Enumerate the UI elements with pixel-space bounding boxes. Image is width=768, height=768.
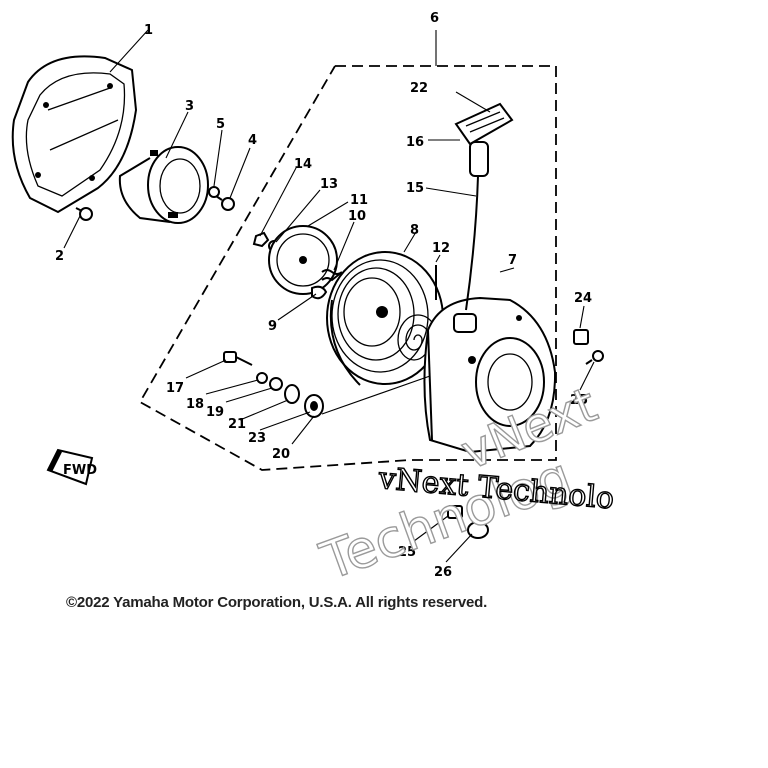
part-5-washer bbox=[208, 186, 220, 198]
part-3-pulley-cup bbox=[118, 146, 209, 224]
part-25-bolt-right bbox=[585, 350, 604, 365]
part-26-cap bbox=[467, 521, 489, 539]
label-part-8: 8 bbox=[410, 223, 419, 238]
label-part-10: 10 bbox=[348, 209, 366, 224]
label-part-15: 15 bbox=[406, 181, 424, 196]
part-2-screw bbox=[75, 207, 93, 221]
part-18-washer bbox=[256, 372, 268, 384]
label-part-13: 13 bbox=[320, 177, 338, 192]
label-part-3: 3 bbox=[185, 99, 194, 114]
assembly-boundary-dashed bbox=[138, 65, 557, 471]
part-11-drive-plate bbox=[268, 225, 338, 295]
label-part-7: 7 bbox=[508, 253, 517, 268]
fwd-arrow-icon: FWD bbox=[46, 448, 97, 486]
label-part-20: 20 bbox=[272, 447, 290, 462]
part-23-collar bbox=[304, 394, 324, 418]
leader-lines bbox=[63, 29, 595, 563]
part-number-labels: 1 2 3 4 5 6 7 8 9 10 11 12 13 14 15 16 1… bbox=[55, 11, 592, 580]
part-15-rope bbox=[465, 175, 479, 311]
label-part-14: 14 bbox=[294, 157, 312, 172]
part-1-shroud bbox=[11, 55, 138, 214]
label-part-4: 4 bbox=[248, 133, 257, 148]
part-4-bolt bbox=[215, 195, 235, 211]
label-part-6: 6 bbox=[430, 11, 439, 26]
label-part-23: 23 bbox=[248, 431, 266, 446]
label-part-19: 19 bbox=[206, 405, 224, 420]
label-part-9: 9 bbox=[268, 319, 277, 334]
part-16-grip bbox=[469, 141, 489, 177]
label-part-18: 18 bbox=[186, 397, 204, 412]
label-part-5: 5 bbox=[216, 117, 225, 132]
label-part-25-lower: 25 bbox=[398, 545, 416, 560]
label-part-21: 21 bbox=[228, 417, 246, 432]
label-part-22: 22 bbox=[410, 81, 428, 96]
label-part-12: 12 bbox=[432, 241, 450, 256]
part-14-nut bbox=[252, 231, 270, 248]
label-part-2: 2 bbox=[55, 249, 64, 264]
label-part-16: 16 bbox=[406, 135, 424, 150]
label-part-17: 17 bbox=[166, 381, 184, 396]
part-22-handle bbox=[454, 102, 514, 146]
part-21-spacer bbox=[284, 384, 300, 404]
part-9-pawl bbox=[311, 285, 328, 300]
label-part-11: 11 bbox=[350, 193, 368, 208]
part-24-collar bbox=[573, 329, 589, 345]
part-25-bolt-lower bbox=[447, 505, 463, 519]
label-part-1: 1 bbox=[144, 23, 153, 38]
label-part-24: 24 bbox=[574, 291, 592, 306]
label-part-26: 26 bbox=[434, 565, 452, 580]
fwd-label: FWD bbox=[63, 463, 97, 478]
label-part-25-right: 25 bbox=[570, 393, 588, 408]
copyright-text: ©2022 Yamaha Motor Corporation, U.S.A. A… bbox=[66, 594, 488, 611]
part-17-bolt bbox=[223, 351, 253, 366]
part-19-washer bbox=[269, 377, 283, 391]
part-10-spring bbox=[321, 269, 343, 282]
part-8-reel bbox=[326, 251, 444, 386]
